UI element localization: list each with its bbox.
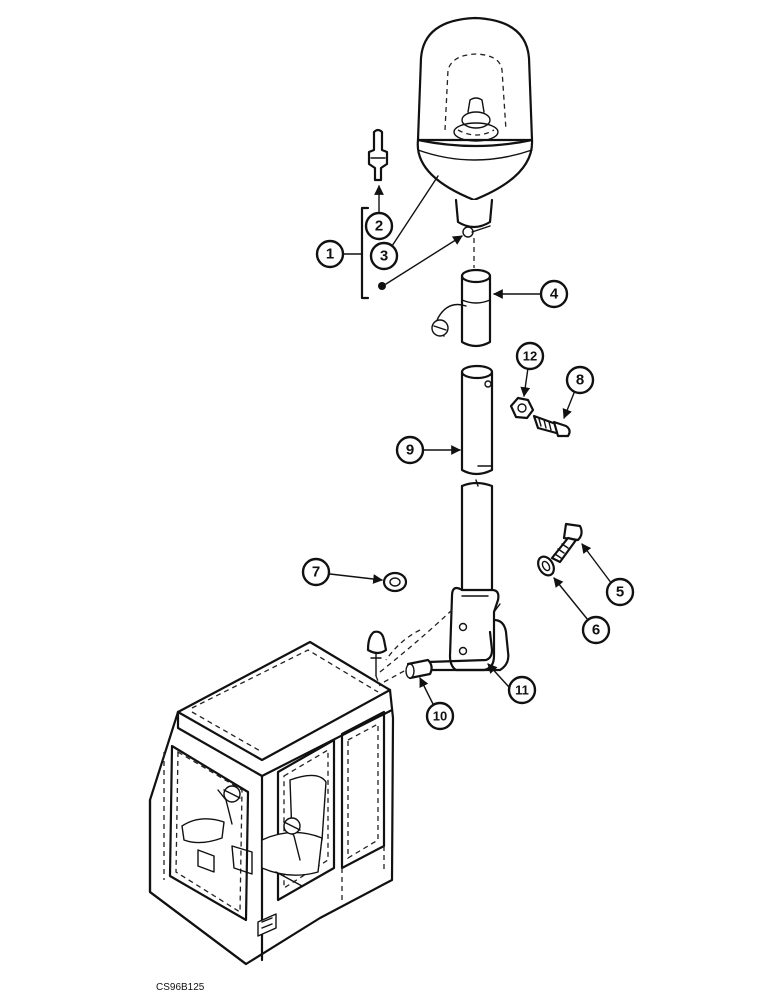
reference-code: CS96B125 xyxy=(156,982,205,993)
callout-label: 4 xyxy=(550,286,559,303)
callout-label: 5 xyxy=(616,584,624,601)
callout-12: 12 xyxy=(515,341,545,371)
callout-label: 6 xyxy=(592,622,600,639)
bolt-part-5 xyxy=(550,522,583,564)
callout-label: 12 xyxy=(523,349,537,364)
callout-4: 4 xyxy=(539,279,569,309)
callout-label: 2 xyxy=(375,218,383,235)
adapter-sleeve xyxy=(431,238,492,348)
mounted-beacon xyxy=(366,630,388,687)
washer-part-6 xyxy=(537,555,555,577)
leader-lines xyxy=(329,175,613,707)
callout-label: 9 xyxy=(406,442,414,459)
excavator-cab xyxy=(148,640,395,966)
spacer-part-10 xyxy=(405,658,433,680)
callout-label: 1 xyxy=(326,246,334,263)
callout-label: 3 xyxy=(380,248,388,265)
callout-6: 6 xyxy=(581,615,611,645)
mast-tube xyxy=(460,364,494,594)
callout-11: 11 xyxy=(507,675,537,705)
callout-label: 8 xyxy=(576,372,584,389)
callout-label: 11 xyxy=(515,683,529,698)
bolt-part-8 xyxy=(532,414,571,438)
callout-5: 5 xyxy=(605,577,635,607)
callout-label: 10 xyxy=(433,709,447,724)
beacon-lamp xyxy=(416,16,534,238)
nut-part-12 xyxy=(509,396,535,420)
callout-10: 10 xyxy=(425,701,455,731)
assembly-bracket xyxy=(360,206,370,300)
callout-7: 7 xyxy=(301,557,331,587)
callout-9: 9 xyxy=(395,435,425,465)
callout-8: 8 xyxy=(565,365,595,395)
support-arm xyxy=(426,618,510,672)
mounting-bracket xyxy=(448,586,501,672)
callout-3: 3 xyxy=(369,241,399,271)
assembly-dot xyxy=(378,282,386,290)
pin-part-2 xyxy=(367,128,389,182)
callout-label: 7 xyxy=(312,564,320,581)
washer-part-7 xyxy=(382,571,408,593)
callout-2: 2 xyxy=(364,211,394,241)
callout-1: 1 xyxy=(315,239,345,269)
